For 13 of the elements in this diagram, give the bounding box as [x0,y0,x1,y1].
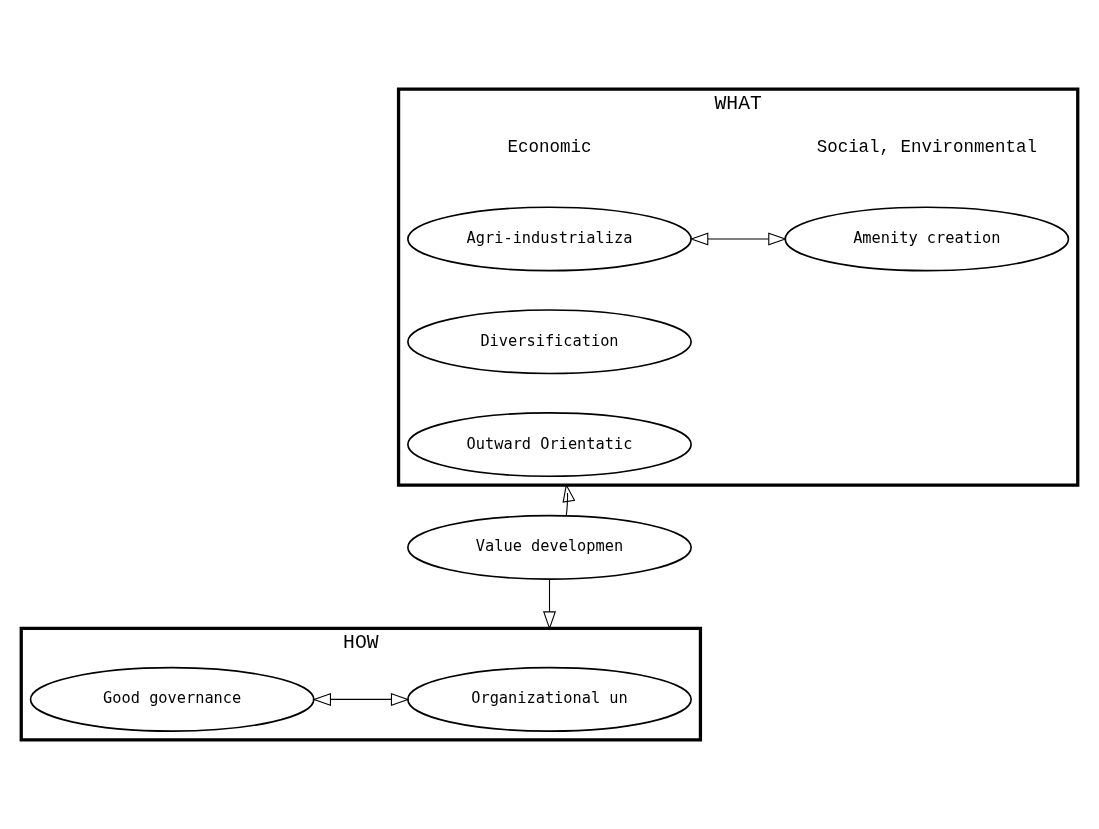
arrow [543,578,556,630]
node-ellipse: Value developmen [407,514,692,580]
arrow [562,483,576,517]
arrow [312,692,410,706]
arrow [689,232,787,246]
node-ellipse: Agri-industrializa [407,206,692,272]
label: Economic [507,137,592,158]
node-ellipse: Amenity creation [784,206,1070,272]
node-ellipse: Organizational un [407,666,692,732]
node-ellipse: Diversification [407,309,692,375]
label: Social, Environmental [816,137,1037,158]
node-ellipse: Outward Orientatic [407,412,692,478]
node-ellipse: Good governance [29,666,315,732]
